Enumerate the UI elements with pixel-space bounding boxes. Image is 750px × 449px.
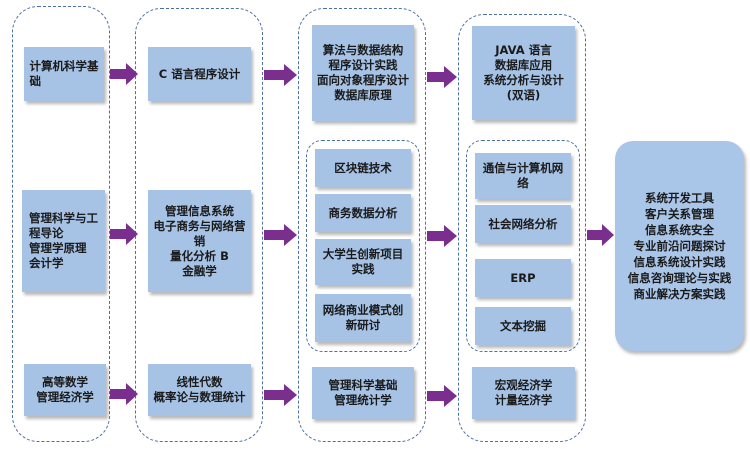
course-box: 区块链技术: [315, 149, 411, 187]
course-label: 管理信息系统 电子商务与网络营销 量化分析 B 金融学: [153, 203, 246, 278]
arrow-icon: [264, 64, 297, 86]
course-box: ERP: [475, 259, 571, 297]
course-box: 商务数据分析: [315, 194, 411, 232]
course-label: 宏观经济学 计量经济学: [494, 378, 553, 407]
arrow-icon: [427, 66, 457, 88]
course-box: 社会网络分析: [475, 205, 571, 243]
arrow-icon: [110, 223, 138, 245]
course-label: 线性代数 概率论与数理统计: [153, 375, 246, 404]
arrow-icon: [110, 383, 138, 405]
course-box: C 语言程序设计: [148, 47, 251, 101]
column-3-group-frame: [306, 140, 420, 352]
arrow-icon: [110, 63, 138, 85]
column-3-frame: [298, 8, 426, 442]
course-label: 大学生创新项目 实践: [322, 247, 404, 276]
course-box: 管理信息系统 电子商务与网络营销 量化分析 B 金融学: [148, 190, 251, 292]
course-label: 区块链技术: [334, 160, 392, 175]
course-box: 通信与计算机网 络: [475, 153, 571, 199]
column-1-frame: [12, 6, 110, 442]
course-label: 管理科学与工 程导论 管理学原理 会计学: [29, 211, 98, 270]
course-label: ERP: [510, 270, 536, 285]
course-label: 管理科学基础 管理统计学: [328, 378, 398, 407]
column-4-group-frame: [466, 140, 580, 352]
course-label: 高等数学 管理经济学: [36, 375, 94, 404]
course-box: 网络商业模式创 新研讨: [315, 294, 411, 342]
column-2-frame: [135, 8, 263, 442]
course-label: 算法与数据结构 程序设计实践 面向对象程序设计 数据库原理: [317, 43, 409, 102]
final-courses-box: 系统开发工具 客户关系管理 信息系统安全 专业前沿问题探讨 信息系统设计实践 信…: [615, 141, 744, 351]
course-box: 算法与数据结构 程序设计实践 面向对象程序设计 数据库原理: [312, 25, 414, 121]
course-label: 通信与计算机网 络: [482, 161, 564, 190]
course-label: JAVA 语言 数据库应用 系统分析与设计 (双语): [483, 43, 564, 102]
course-label: 网络商业模式创 新研讨: [322, 303, 404, 332]
course-label: 计算机科学基 础: [29, 59, 99, 88]
arrow-icon: [587, 224, 614, 246]
course-box: 高等数学 管理经济学: [24, 364, 106, 416]
course-label: 文本挖掘: [500, 318, 546, 333]
arrow-icon: [264, 224, 297, 246]
course-box: 线性代数 概率论与数理统计: [148, 364, 251, 416]
course-label: C 语言程序设计: [158, 66, 241, 81]
course-box: 管理科学与工 程导论 管理学原理 会计学: [22, 190, 105, 292]
course-box: 大学生创新项目 实践: [315, 239, 411, 285]
course-box: JAVA 语言 数据库应用 系统分析与设计 (双语): [472, 26, 575, 120]
course-label: 社会网络分析: [488, 216, 558, 231]
column-4-frame: [458, 14, 586, 442]
course-box: 宏观经济学 计量经济学: [472, 367, 575, 419]
final-courses-label: 系统开发工具 客户关系管理 信息系统安全 专业前沿问题探讨 信息系统设计实践 信…: [627, 191, 732, 301]
course-label: 商务数据分析: [328, 205, 398, 220]
course-box: 计算机科学基 础: [24, 47, 104, 101]
arrow-icon: [427, 225, 457, 247]
course-box: 文本挖掘: [475, 307, 571, 345]
course-box: 管理科学基础 管理统计学: [312, 367, 414, 419]
arrow-icon: [427, 385, 457, 407]
arrow-icon: [264, 384, 297, 406]
